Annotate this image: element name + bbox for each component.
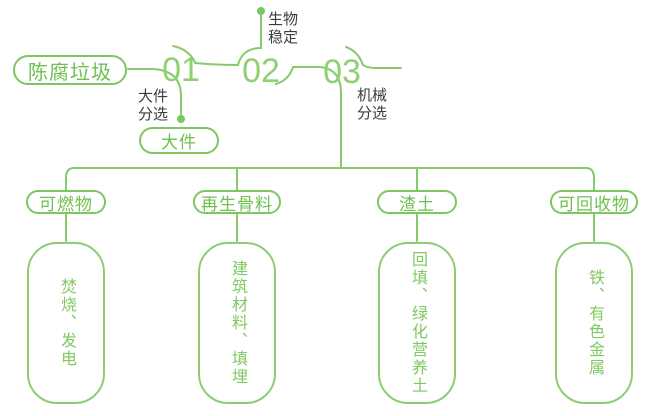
node-source: 陈腐垃圾 [13,55,127,85]
step-label-bulky-sorting: 大件分选 [138,88,169,123]
wire-step1-arc [172,45,196,63]
biostab-node-dot [257,7,265,15]
step-number-2: 02 [242,52,280,90]
step-label-bio-stabilization: 生物稳定 [268,11,299,46]
branch-result-text: 建筑材料、填埋 [229,260,246,386]
branch-pill-label: 渣土 [399,194,435,214]
branch-pill-label: 可回收物 [558,194,630,214]
branch-pill-recyclables: 可回收物 [550,190,638,214]
wire-distribution-rail [65,167,595,191]
wire-step3-arc [345,46,364,66]
step-label-mechanical-sorting: 机械分选 [357,87,388,122]
branch-result-box-incineration: 焚烧、发电 [27,242,105,404]
branch-pill-recycled-aggregate: 再生骨料 [193,190,281,214]
node-bulky-label: 大件 [161,133,197,152]
branch-result-text: 焚烧、发电 [58,278,75,368]
branch-pill-label: 可燃物 [39,194,93,214]
branch-result-text: 回填、绿化营养土 [409,251,426,395]
step-number-1: 01 [162,51,200,89]
branch-pill-slag-soil: 渣土 [377,190,457,214]
branch-result-text: 铁、有色金属 [586,269,603,377]
node-source-label: 陈腐垃圾 [28,61,112,84]
wire-step3-out [362,64,402,69]
branch-pill-label: 再生骨料 [201,194,273,214]
bulky-node-dot [177,115,185,123]
branch-result-box-building-materials: 建筑材料、填埋 [198,242,276,404]
wire-pill-stubs [65,213,595,242]
wire-source-to-step1 [127,68,182,116]
branch-result-box-backfill: 回填、绿化营养土 [378,242,456,404]
wire-step2-riser [237,14,262,66]
step-number-3: 03 [323,53,361,91]
wire-step1-to-step2 [194,62,239,66]
node-bulky-output: 大件 [139,127,219,154]
branch-pill-combustibles: 可燃物 [26,190,106,214]
branch-result-box-metals: 铁、有色金属 [555,242,633,404]
wire-step2-to-step3 [275,66,342,169]
